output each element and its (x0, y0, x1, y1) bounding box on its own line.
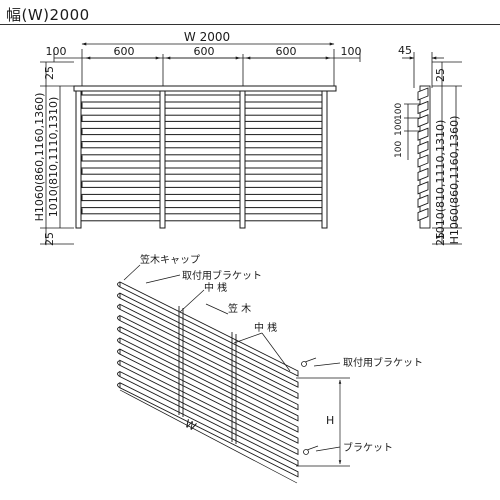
perspective-slat-end (117, 315, 121, 321)
title-divider (0, 24, 500, 25)
perspective-slat-end (117, 348, 121, 355)
perspective-slat-end (117, 326, 121, 333)
side-slat (417, 114, 429, 128)
perspective-posts (178, 306, 237, 444)
perspective-slat-end (117, 303, 121, 310)
front-post-2 (239, 87, 246, 229)
front-seg-0: 100 (46, 45, 67, 58)
label-h: H (326, 414, 334, 427)
front-seg-2: 600 (194, 45, 215, 58)
perspective-slat (119, 337, 299, 433)
side-slat (417, 167, 429, 182)
side-slat (417, 207, 429, 222)
side-pitch-0: 100 (394, 103, 404, 120)
front-slat (79, 134, 327, 143)
perspective-slat (119, 292, 299, 388)
bracket-screw-top (301, 361, 307, 367)
perspective-slat (119, 326, 299, 422)
front-slat (79, 186, 327, 195)
side-bottom-25: 25 (434, 232, 447, 246)
label-mount-bracket-top: 取付用ブラケット (182, 269, 262, 282)
front-left-h-inner: 1010(810,1110,1310) (47, 97, 60, 218)
perspective-view: 笠木キャップ 取付用ブラケット 中 桟 笠 木 中 桟 取付用ブラケット ブラケ… (117, 253, 423, 484)
label-bracket: ブラケット (343, 441, 393, 454)
label-cap: 笠木キャップ (140, 253, 200, 266)
front-top-rail (73, 85, 337, 92)
front-slats (77, 89, 327, 222)
front-seg-1: 600 (114, 45, 135, 58)
side-slat (417, 140, 429, 155)
front-post-1 (159, 87, 166, 229)
side-h-inner: 1010(810,1110,1310) (434, 120, 447, 241)
perspective-slat-end (117, 359, 121, 366)
side-h-total: H1060(860,1160,1360) (448, 116, 461, 245)
front-slat (79, 200, 327, 209)
front-right-post (321, 87, 328, 229)
side-slat (417, 181, 429, 195)
front-total-width-label: W 2000 (184, 30, 230, 44)
side-pitch-2: 100 (394, 141, 404, 158)
front-slat (79, 94, 327, 103)
front-left-post (75, 87, 82, 229)
side-pitch-1: 100 (394, 119, 404, 136)
front-view: W 2000 100 600 600 600 100 25 H1060(860,… (33, 30, 362, 246)
side-depth-45: 45 (398, 44, 412, 57)
front-slat (79, 120, 327, 129)
perspective-slat (119, 382, 299, 478)
side-slat (417, 100, 429, 115)
side-view: 45 25 100 100 100 1010(810,1110,1310) H1… (394, 44, 462, 246)
front-left-25-bottom: 25 (43, 232, 56, 246)
perspective-slat-end (117, 292, 121, 299)
perspective-slat (119, 348, 299, 444)
label-w: W (183, 417, 199, 434)
front-panel (73, 85, 337, 229)
front-left-h-total: H1060(860,1160,1360) (33, 93, 46, 222)
perspective-slat (119, 370, 299, 467)
front-slat (79, 147, 327, 156)
perspective-slat-end (117, 371, 121, 377)
label-post-top: 中 桟 (204, 281, 227, 294)
perspective-slat-end (117, 382, 121, 389)
front-seg-4: 100 (341, 45, 362, 58)
label-rail: 笠 木 (228, 302, 251, 315)
side-top-25: 25 (434, 68, 447, 82)
perspective-slats (117, 281, 299, 478)
bracket-screw-bottom (303, 449, 309, 455)
front-slat (79, 213, 327, 222)
side-slat (417, 87, 429, 101)
perspective-slat-end (117, 281, 121, 288)
label-post-mid: 中 桟 (254, 321, 277, 334)
front-slat (79, 173, 327, 182)
side-slat (417, 154, 429, 168)
perspective-slat (119, 303, 299, 400)
side-slat (417, 127, 429, 141)
front-seg-3: 600 (276, 45, 297, 58)
label-mount-bracket-right: 取付用ブラケット (343, 356, 423, 369)
page-title: 幅(W)2000 (6, 6, 90, 24)
front-slat (79, 107, 327, 116)
side-profile (417, 85, 431, 229)
front-left-25-top: 25 (43, 66, 56, 80)
perspective-slat (119, 359, 299, 456)
perspective-slat (119, 314, 299, 411)
side-slat (417, 194, 429, 208)
front-slat (79, 160, 327, 169)
perspective-slat-end (117, 337, 121, 344)
